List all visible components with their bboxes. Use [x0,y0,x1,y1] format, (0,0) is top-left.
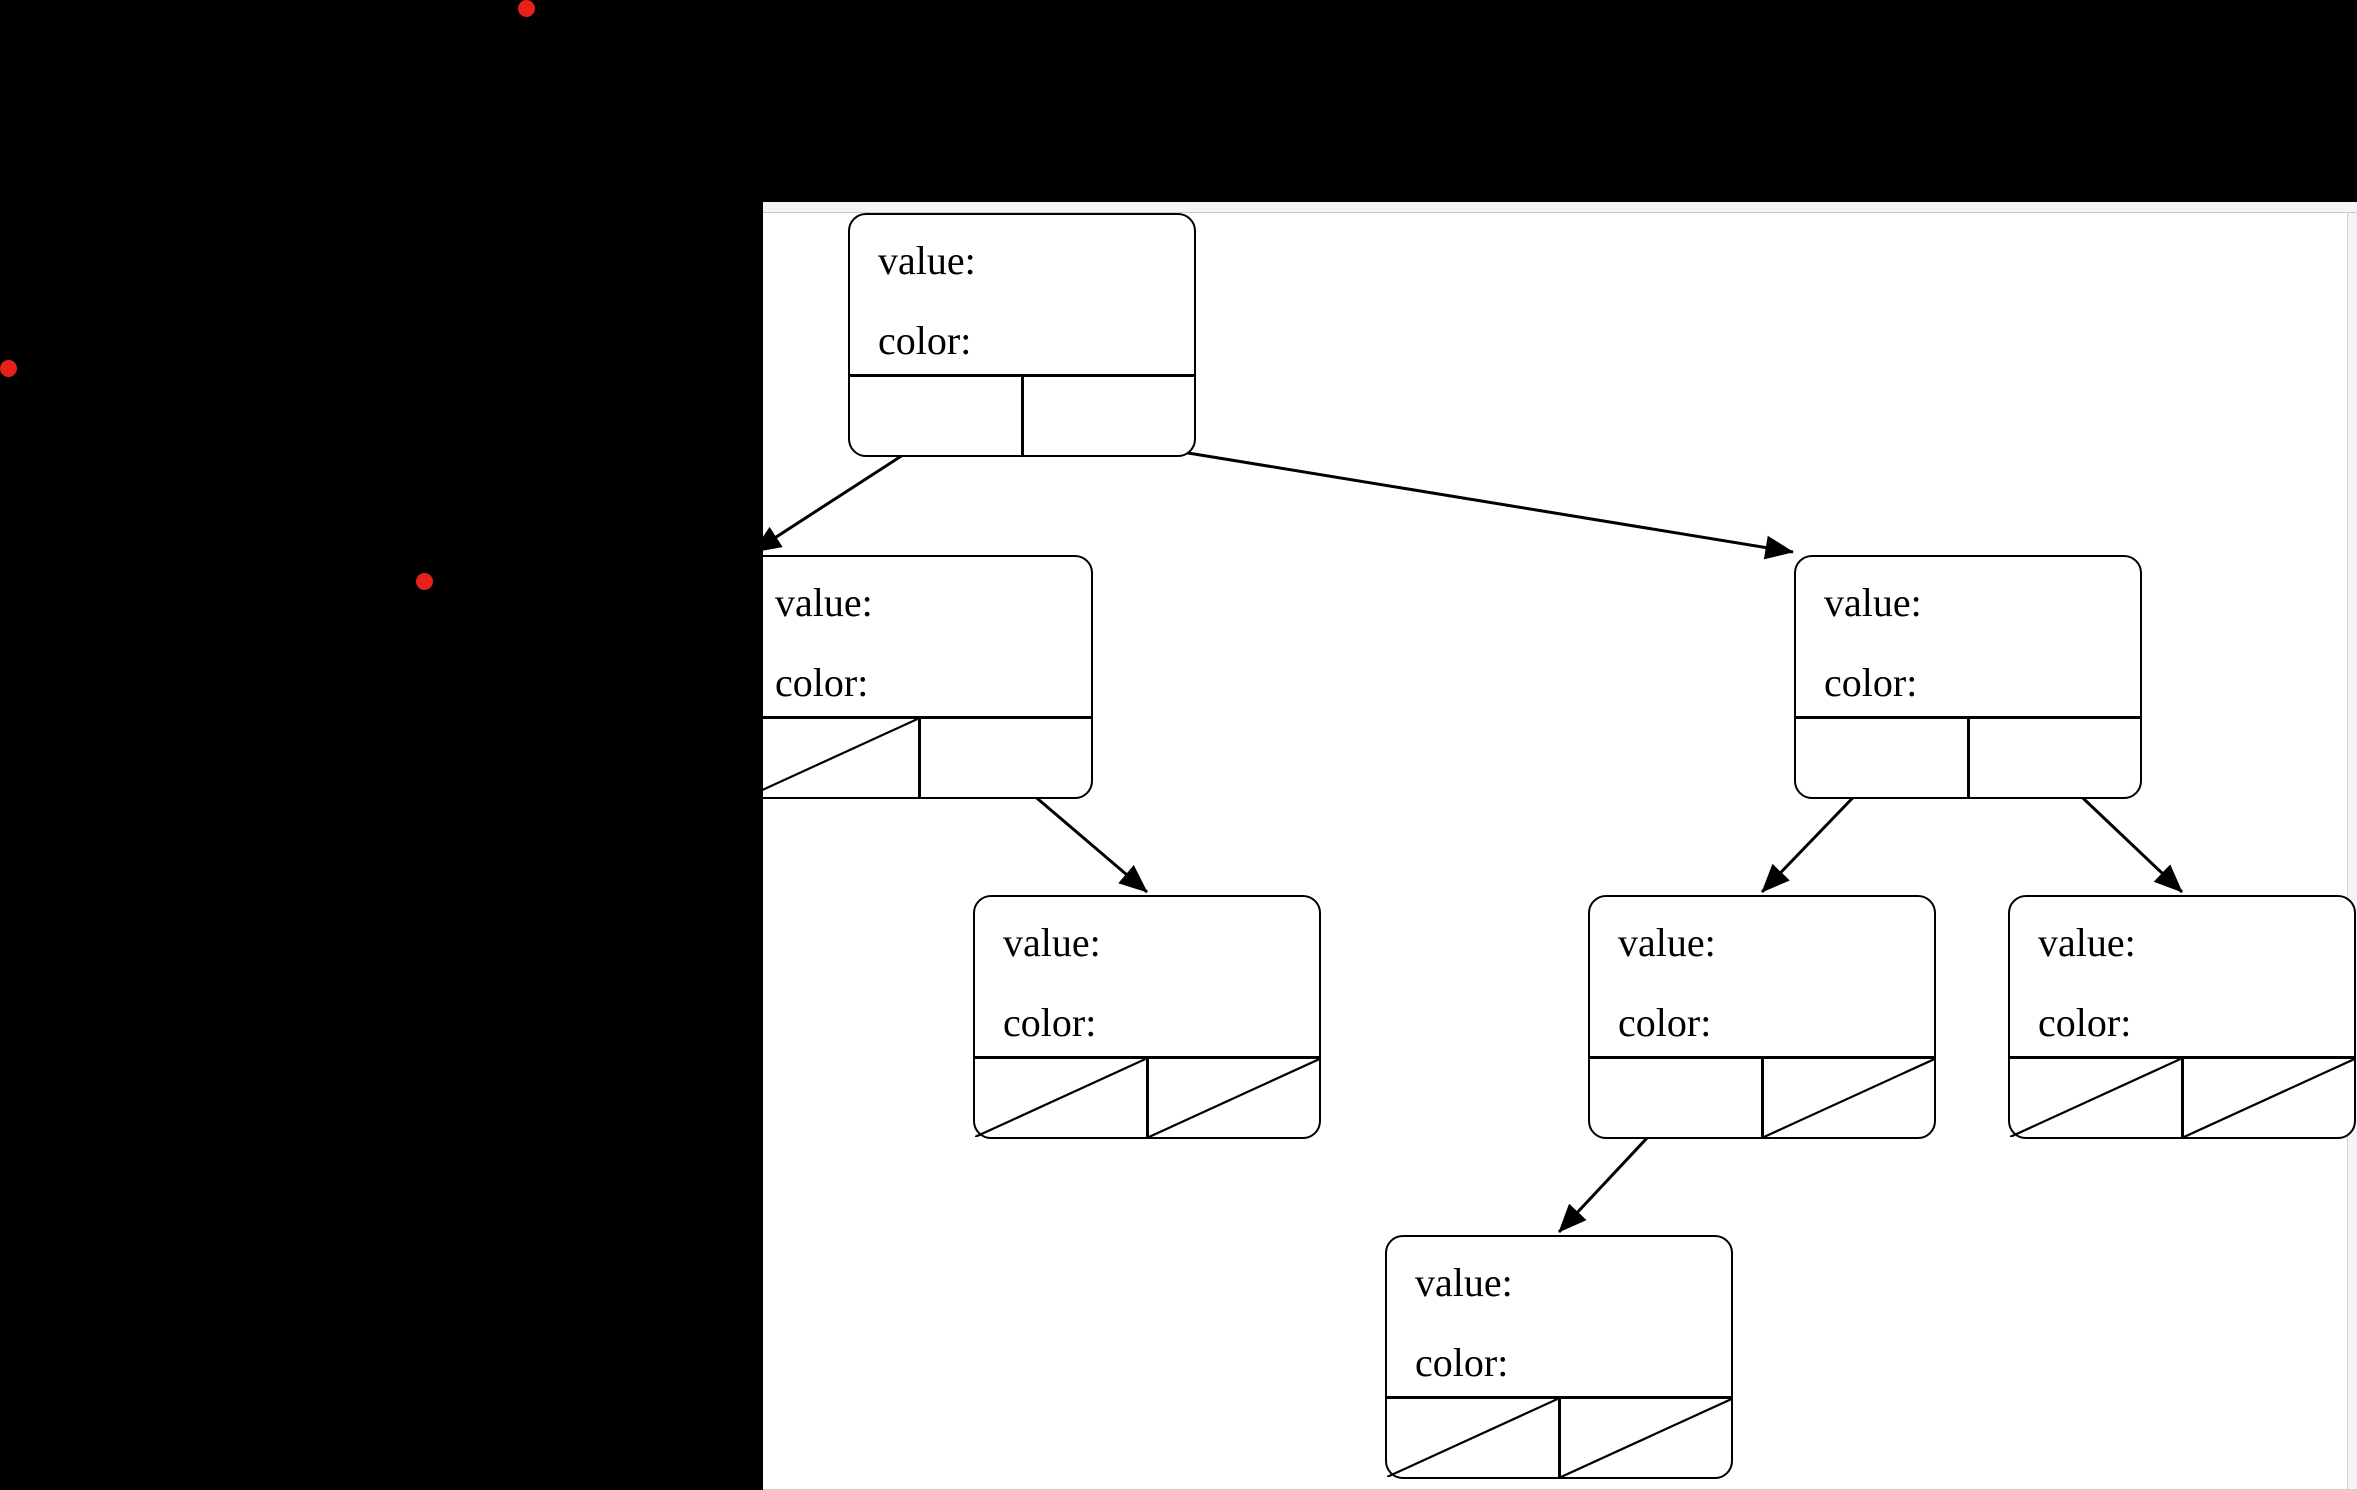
null-pointer-slash-icon [975,1059,1146,1137]
cursor-dot-left [0,360,17,377]
null-pointer-slash-icon [2010,1059,2181,1137]
right-pointer-cell[interactable] [1760,1059,1935,1137]
node-fields: value: color: [1387,1237,1731,1396]
left-child-node[interactable]: value: color: [763,555,1093,799]
color-field-label: color: [1415,1340,1509,1385]
value-field-label: value: [878,238,976,283]
root-node[interactable]: value: color: [848,213,1196,457]
pointer-row [1796,716,2140,797]
right-pointer-cell[interactable] [2180,1059,2355,1137]
pointer-row [975,1056,1319,1137]
canvas-vertical-scrollbar[interactable] [2347,213,2357,1490]
null-pointer-slash-icon [763,719,918,797]
pointer-row [1590,1056,1934,1137]
null-pointer-slash-icon [2184,1059,2355,1137]
node-fields: value: color: [1796,557,2140,716]
left-pointer-cell[interactable] [1590,1059,1761,1137]
null-pointer-slash-icon [1149,1059,1320,1137]
canvas-top-bar [763,202,2357,213]
value-field-label: value: [1415,1260,1513,1305]
null-pointer-slash-icon [1387,1399,1558,1477]
right-pointer-cell[interactable] [1145,1059,1320,1137]
left-pointer-cell[interactable] [975,1059,1146,1137]
node-fields: value: color: [850,215,1194,374]
color-field-label: color: [1824,660,1918,705]
leaf-node-a[interactable]: value: color: [973,895,1321,1139]
pointer-row [763,716,1091,797]
edge-root-left [763,440,924,553]
right-pointer-cell[interactable] [917,719,1092,797]
left-pointer-cell[interactable] [763,719,918,797]
left-pointer-cell[interactable] [850,377,1021,455]
left-pointer-cell[interactable] [1796,719,1967,797]
color-field-label: color: [1618,1000,1712,1045]
pointer-row [850,374,1194,455]
cursor-dot-top [518,0,535,17]
inner-node-b[interactable]: value: color: [1588,895,1936,1139]
right-child-node[interactable]: value: color: [1794,555,2142,799]
value-field-label: value: [1003,920,1101,965]
value-field-label: value: [2038,920,2136,965]
color-field-label: color: [2038,1000,2132,1045]
color-field-label: color: [878,318,972,363]
null-pointer-slash-icon [1764,1059,1935,1137]
null-pointer-slash-icon [1561,1399,1732,1477]
node-fields: value: color: [763,557,1091,716]
edge-root-right [1120,440,1794,560]
pointer-row [1387,1396,1731,1477]
color-field-label: color: [1003,1000,1097,1045]
right-pointer-cell[interactable] [1557,1399,1732,1477]
color-field-label: color: [775,660,869,705]
value-field-label: value: [1824,580,1922,625]
pointer-row [2010,1056,2354,1137]
node-fields: value: color: [2010,897,2354,1056]
leaf-node-d[interactable]: value: color: [1385,1235,1733,1479]
right-pointer-cell[interactable] [1020,377,1195,455]
left-pointer-cell[interactable] [2010,1059,2181,1137]
leaf-node-c[interactable]: value: color: [2008,895,2356,1139]
value-field-label: value: [1618,920,1716,965]
node-fields: value: color: [975,897,1319,1056]
diagram-canvas[interactable]: value:color:value:color:value:color:valu… [763,202,2357,1490]
node-fields: value: color: [1590,897,1934,1056]
value-field-label: value: [775,580,873,625]
right-pointer-cell[interactable] [1966,719,2141,797]
cursor-dot-middle [416,573,433,590]
left-pointer-cell[interactable] [1387,1399,1558,1477]
